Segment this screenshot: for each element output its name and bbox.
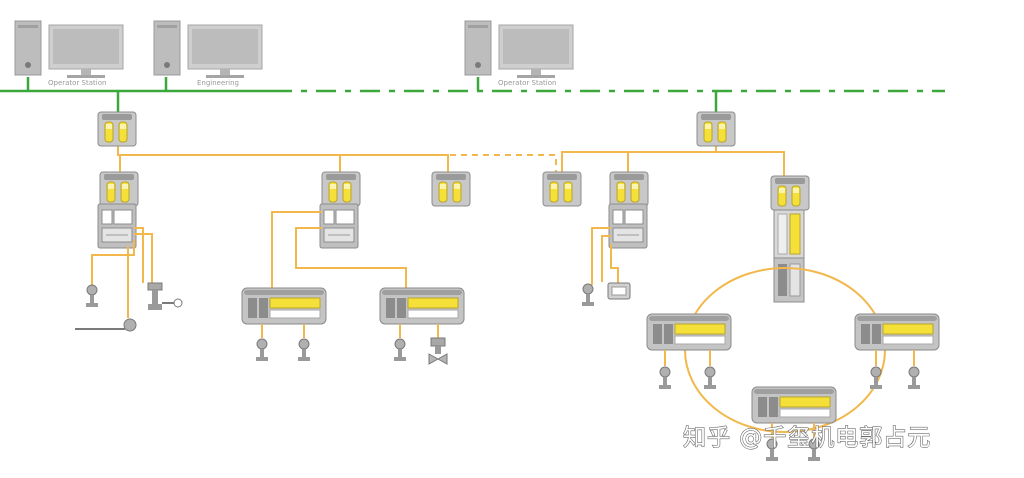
fieldbus-coupler [770, 175, 810, 211]
field-controller [751, 386, 837, 424]
fieldbus-coupler [321, 171, 361, 207]
field-controller [241, 287, 327, 325]
flow-meter [75, 318, 137, 332]
fieldbus-coupler [431, 171, 471, 207]
pressure-transmitter [907, 366, 921, 390]
watermark: 知乎 @千玺机电郭占元 [683, 425, 931, 451]
pressure-transmitter [255, 338, 269, 362]
pressure-transmitter [297, 338, 311, 362]
pressure-transmitter [581, 283, 595, 307]
field-controller [379, 287, 465, 325]
workstation-operator-2 [464, 20, 574, 79]
pressure-transmitter [658, 366, 672, 390]
workstation-label: Operator Station [498, 79, 556, 87]
field-controller [854, 313, 940, 351]
fieldbus-coupler [99, 171, 139, 207]
workstation-engineering [153, 20, 263, 79]
pressure-transmitter [393, 338, 407, 362]
temperature-indicator [607, 282, 631, 300]
workstation-label: Engineering [197, 79, 239, 87]
valve-actuator [147, 282, 183, 310]
fieldbus-coupler [542, 171, 582, 207]
remote-io-rack [608, 203, 648, 249]
pressure-transmitter [703, 366, 717, 390]
pressure-transmitter [85, 284, 99, 308]
remote-io-rack [97, 203, 137, 249]
redundant-controller [773, 209, 805, 303]
pressure-transmitter [869, 366, 883, 390]
workstation-operator-1 [14, 20, 124, 79]
fieldbus-trunk [117, 146, 449, 172]
fieldbus-redundant-link [450, 154, 557, 172]
fieldbus-coupler [696, 111, 736, 147]
fieldbus-coupler [609, 171, 649, 207]
fieldbus-coupler [97, 111, 137, 147]
remote-io-rack [319, 203, 359, 249]
field-controller [646, 313, 732, 351]
workstation-label: Operator Station [48, 79, 106, 87]
control-valve [428, 337, 448, 365]
